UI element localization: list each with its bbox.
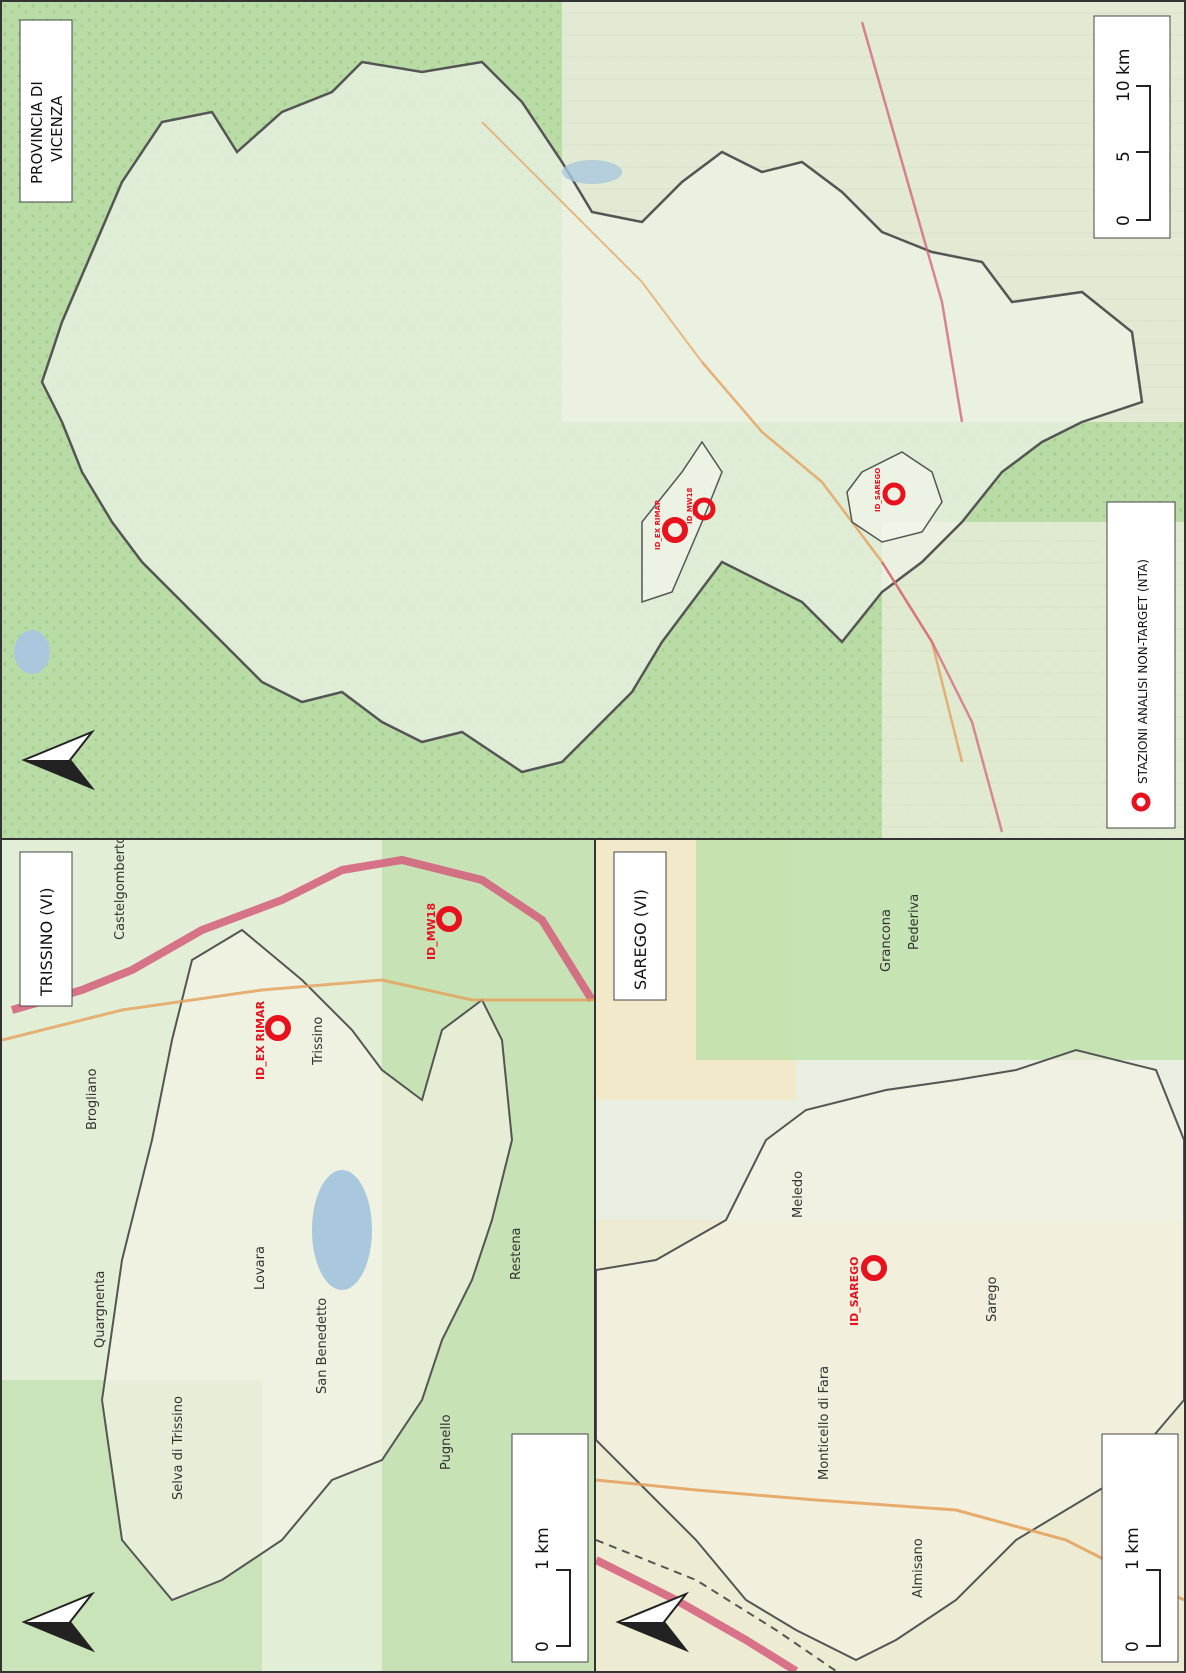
place-trissino: Trissino [311, 1017, 326, 1066]
province-title-line2: VICENZA [48, 95, 66, 162]
ring-marker-icon [1131, 792, 1151, 812]
trissino-title: TRISSINO (VI) [37, 888, 56, 997]
sarego-map-panel: ID_SAREGO Grancona Pederiva Meledo Sareg… [594, 838, 1186, 1673]
place-selva-di-trissino: Selva di Trissino [171, 1396, 186, 1500]
trissino-marker-ex-rimar [265, 1015, 291, 1041]
province-scale-tick-0: 0 [1114, 215, 1134, 226]
sarego-forest-north [696, 840, 1184, 1060]
place-sarego: Sarego [985, 1276, 1000, 1322]
province-map-panel: ID_EX RIMAR ID_MW18 ID_SAREGO PROVINCIA … [0, 0, 1186, 840]
sarego-main-road [596, 1478, 1184, 1602]
north-arrow-icon [21, 729, 96, 791]
trissino-scale-tick-1km: 1 km [533, 1527, 553, 1570]
trissino-highway [10, 855, 594, 1014]
province-scale-tick-5: 5 [1114, 151, 1134, 162]
main-road-north [481, 121, 703, 363]
station-marker-ex-rimar [662, 517, 688, 543]
place-pederiva: Pederiva [907, 894, 922, 950]
trissino-north-arrow-icon [21, 1591, 96, 1653]
place-monticello-di-fara: Monticello di Fara [817, 1366, 832, 1480]
sarego-map: ID_SAREGO Grancona Pederiva Meledo Sareg… [596, 840, 1184, 1671]
trissino-title-box [19, 851, 73, 1007]
trissino-map: ID_EX RIMAR ID_MW18 Castelgomberto Brogl… [2, 840, 594, 1671]
trissino-map-panel: ID_EX RIMAR ID_MW18 Castelgomberto Brogl… [0, 838, 596, 1673]
sarego-station-label: ID_SAREGO [848, 1256, 861, 1326]
highway-east [860, 21, 964, 423]
trissino-main-road [2, 978, 594, 1042]
sarego-scale-bar [1146, 1569, 1161, 1647]
sarego-railway [596, 1539, 837, 1671]
station-marker-sarego [882, 482, 906, 506]
trissino-scale-box [511, 1433, 589, 1663]
place-almisano: Almisano [911, 1538, 926, 1598]
place-brogliano: Brogliano [85, 1068, 100, 1130]
trissino-lake [312, 1170, 372, 1290]
trissino-scale-tick-0: 0 [533, 1641, 553, 1652]
legend-box [1106, 501, 1176, 829]
trissino-marker-mw18 [436, 906, 462, 932]
province-scale-tick-10: 10 km [1114, 49, 1134, 102]
sarego-boundary [596, 1048, 1184, 1662]
sarego-outline [846, 451, 943, 543]
place-restena: Restena [509, 1227, 524, 1280]
province-title-box [19, 19, 73, 203]
place-castelgomberto: Castelgomberto [113, 840, 128, 940]
province-scale-bar [1136, 85, 1151, 221]
place-lovara: Lovara [253, 1246, 268, 1290]
sarego-marker [861, 1255, 887, 1281]
sarego-title-box [613, 851, 667, 1001]
station-label-mw18: ID_MW18 [686, 488, 694, 524]
station-marker-mw18 [692, 497, 716, 521]
trissino-label-mw18: ID_MW18 [425, 903, 438, 960]
sarego-north-arrow-icon [615, 1591, 690, 1653]
trissino-scale-bar [556, 1569, 571, 1647]
province-map: ID_EX RIMAR ID_MW18 ID_SAREGO PROVINCIA … [2, 2, 1184, 838]
station-label-sarego: ID_SAREGO [874, 468, 882, 512]
place-grancona: Grancona [879, 909, 894, 972]
sarego-scale-box [1101, 1433, 1179, 1663]
sarego-title: SAREGO (VI) [631, 889, 650, 990]
province-boundary [40, 60, 1144, 774]
highway-south [880, 561, 1004, 833]
river [562, 160, 622, 184]
sarego-highway [596, 1556, 799, 1671]
legend-label: STAZIONI ANALISI NON-TARGET (NTA) [1136, 559, 1150, 784]
sarego-scale-tick-0: 0 [1123, 1641, 1143, 1652]
province-title-line1: PROVINCIA DI [28, 81, 46, 184]
sarego-scale-tick-1km: 1 km [1123, 1527, 1143, 1570]
lake [14, 630, 50, 674]
place-meledo: Meledo [791, 1171, 806, 1218]
province-scale-box [1093, 15, 1171, 239]
place-pugnello: Pugnello [439, 1414, 454, 1470]
station-label-ex-rimar: ID_EX RIMAR [654, 499, 662, 550]
place-quargnenta: Quargnenta [93, 1271, 108, 1348]
place-san-benedetto: San Benedetto [315, 1298, 330, 1394]
trissino-label-ex-rimar: ID_EX RIMAR [254, 1000, 267, 1080]
